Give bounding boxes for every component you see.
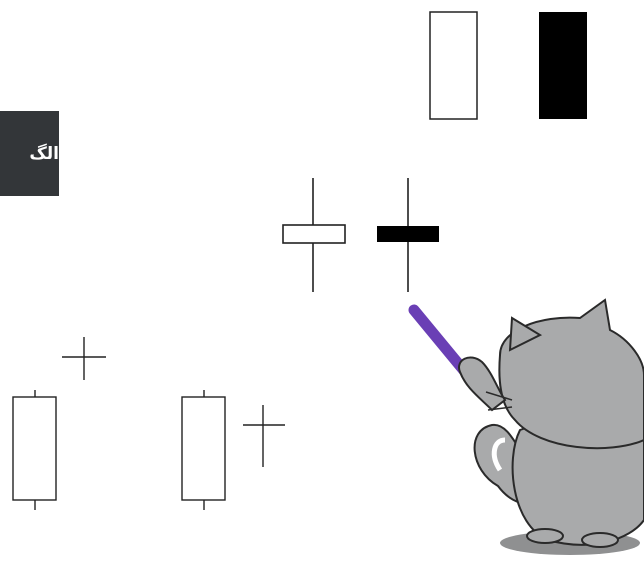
doji-cross-left bbox=[62, 337, 106, 380]
doji-cross-center bbox=[243, 405, 285, 467]
filled-candle-large bbox=[539, 12, 587, 119]
hollow-candle-center bbox=[182, 390, 225, 510]
filled-spinning-top bbox=[377, 178, 439, 292]
pointer-stick bbox=[414, 310, 466, 373]
hollow-candle-large bbox=[430, 12, 477, 119]
hollow-spinning-top bbox=[283, 178, 345, 292]
cat-mascot bbox=[459, 300, 644, 555]
hollow-candle-left bbox=[13, 390, 56, 510]
